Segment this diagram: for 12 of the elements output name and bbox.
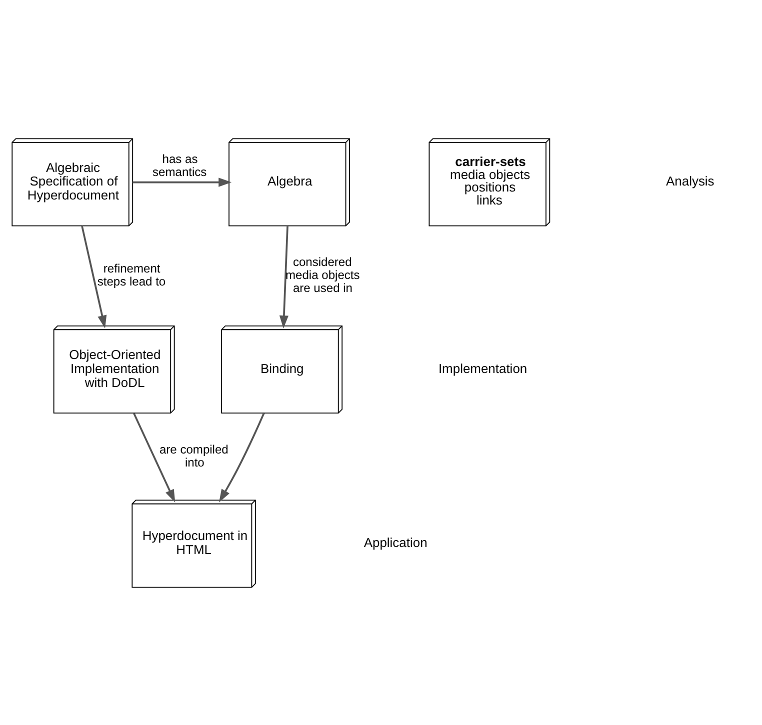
arrow [279, 225, 288, 328]
label: Implementation [438, 360, 528, 376]
edge-label: has as semantics [152, 152, 207, 179]
arrow [219, 412, 265, 502]
arrow [81, 225, 107, 328]
edge-label: considered media objects are used in [286, 254, 360, 295]
arrow [133, 412, 176, 502]
label: Analysis [666, 173, 714, 188]
arrow [132, 177, 232, 186]
edge-label: are compiled into [159, 442, 228, 469]
edge-label: refinement steps lead to [97, 261, 166, 288]
label: Application [364, 534, 428, 550]
